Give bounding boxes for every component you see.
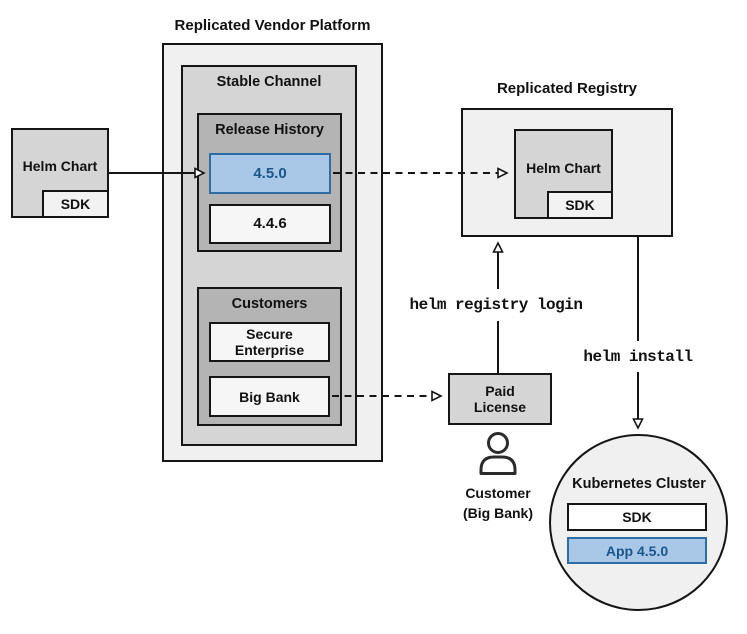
source-helm-chart-box: Helm Chart SDK xyxy=(11,128,109,218)
registry-sdk-label: SDK xyxy=(565,197,595,213)
paid-license-line2: License xyxy=(473,399,527,415)
customer-person-icon xyxy=(479,432,517,475)
cluster-app-box: App 4.5.0 xyxy=(567,537,707,564)
release-446-label: 4.4.6 xyxy=(253,215,287,232)
secure-enterprise-line1: Secure xyxy=(246,326,293,342)
source-sdk-label: SDK xyxy=(60,196,91,212)
secure-enterprise-box: Secure Enterprise xyxy=(209,322,330,362)
registry-helm-chart-label: Helm Chart xyxy=(526,160,601,176)
stable-channel-label: Stable Channel xyxy=(216,74,322,90)
release-450-box: 4.5.0 xyxy=(209,153,331,194)
customer-caption-line1: Customer xyxy=(465,485,531,501)
release-446-box: 4.4.6 xyxy=(209,204,331,244)
paid-license-box: Paid License xyxy=(448,373,552,425)
kubernetes-cluster-circle: Kubernetes Cluster SDK App 4.5.0 xyxy=(549,434,728,611)
cluster-sdk-box: SDK xyxy=(567,503,707,531)
big-bank-box: Big Bank xyxy=(209,376,330,417)
paid-license-line1: Paid xyxy=(485,383,515,399)
registry-helm-chart-box: Helm Chart SDK xyxy=(514,129,613,219)
customers-label: Customers xyxy=(231,296,308,312)
customer-caption-line2: (Big Bank) xyxy=(463,505,533,521)
release-450-label: 4.5.0 xyxy=(253,164,287,182)
vendor-platform-title: Replicated Vendor Platform xyxy=(174,17,371,34)
kubernetes-cluster-title: Kubernetes Cluster xyxy=(572,476,706,492)
big-bank-label: Big Bank xyxy=(239,388,300,405)
registry-sdk-box: SDK xyxy=(547,191,613,219)
helm-install-command: helm install xyxy=(583,348,693,366)
source-sdk-box: SDK xyxy=(42,190,109,218)
secure-enterprise-line2: Enterprise xyxy=(234,342,305,358)
release-history-label: Release History xyxy=(215,122,324,138)
cluster-sdk-label: SDK xyxy=(622,509,652,525)
helm-registry-login-command: helm registry login xyxy=(409,296,583,314)
customer-caption: Customer (Big Bank) xyxy=(437,483,559,523)
cluster-app-label: App 4.5.0 xyxy=(605,542,669,559)
source-helm-chart-label: Helm Chart xyxy=(22,158,98,174)
registry-title: Replicated Registry xyxy=(496,80,638,97)
